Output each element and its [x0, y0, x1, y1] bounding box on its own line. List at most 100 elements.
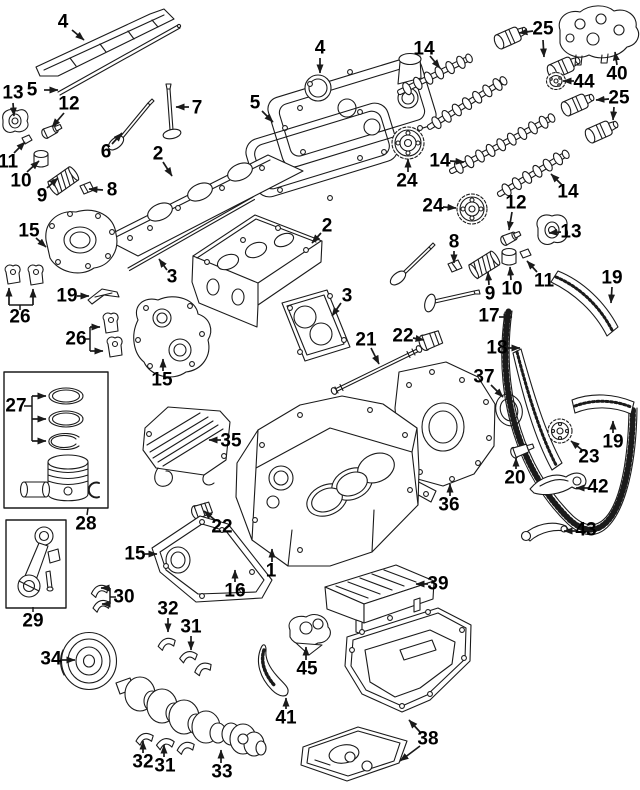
svg-text:25: 25 — [532, 19, 554, 40]
part-label-11a: 11 — [0, 141, 26, 173]
svg-text:15: 15 — [18, 221, 40, 242]
pin-clip — [87, 481, 100, 499]
timing-chain-main — [501, 308, 638, 536]
oil-pump — [288, 614, 331, 656]
part-label-32b: 32 — [132, 740, 154, 773]
svg-text:19: 19 — [601, 268, 622, 289]
svg-text:31: 31 — [180, 617, 202, 638]
valve-seal-8 — [79, 181, 95, 195]
part-label-26a: 26 — [5, 287, 37, 328]
svg-text:2: 2 — [153, 144, 164, 165]
part-label-12b: 12 — [505, 193, 527, 231]
svg-text:44: 44 — [573, 72, 595, 93]
camshaft-1 — [397, 53, 473, 96]
part-label-30: 30 — [100, 584, 135, 608]
svg-text:15: 15 — [151, 370, 173, 391]
piston-kit-box — [3, 371, 109, 509]
intake-valve-6-right — [389, 242, 436, 286]
part-label-31a: 31 — [180, 617, 202, 651]
svg-text:2: 2 — [322, 216, 333, 237]
crankshaft-seal-37 — [495, 393, 523, 427]
svg-text:32: 32 — [132, 752, 153, 773]
valve-cover — [267, 52, 437, 168]
main-bearings-upper — [156, 635, 214, 678]
svg-text:17: 17 — [478, 306, 499, 327]
svg-text:40: 40 — [606, 64, 627, 85]
svg-text:13: 13 — [560, 222, 581, 243]
svg-text:43: 43 — [575, 520, 596, 541]
vvt-housing — [558, 5, 640, 66]
part-label-36: 36 — [438, 483, 460, 516]
svg-text:4: 4 — [315, 38, 326, 59]
oil-pump-gear-44 — [545, 71, 567, 91]
part-label-12a: 12 — [51, 94, 80, 128]
cam-sprocket-1 — [391, 126, 425, 160]
conrod-box — [5, 519, 67, 609]
cam-cap-26-d — [106, 336, 123, 358]
head-stud-21 — [330, 345, 423, 395]
tensioner-arm-42 — [529, 472, 587, 496]
cam-solenoid-1 — [491, 22, 531, 51]
piston-pin — [19, 481, 51, 498]
part-label-8a: 8 — [88, 180, 117, 201]
part-label-34: 34 — [40, 649, 76, 670]
part-label-32a: 32 — [157, 599, 179, 633]
chain-tensioner-20 — [510, 443, 535, 459]
part-label-38: 38 — [399, 719, 439, 762]
part-label-21: 21 — [355, 330, 380, 365]
svg-text:22: 22 — [211, 517, 232, 538]
svg-text:25: 25 — [608, 88, 630, 109]
part-label-14b: 14 — [429, 151, 465, 172]
part-label-22a: 22 — [203, 510, 233, 538]
svg-text:19: 19 — [602, 432, 623, 453]
svg-text:14: 14 — [413, 39, 435, 60]
svg-text:3: 3 — [342, 286, 353, 307]
svg-text:32: 32 — [157, 599, 178, 620]
part-label-28: 28 — [75, 507, 97, 535]
svg-text:24: 24 — [396, 171, 418, 192]
svg-text:1: 1 — [266, 561, 277, 582]
svg-text:21: 21 — [355, 330, 377, 351]
part-label-2b: 2 — [311, 216, 333, 244]
cam-bracket-13 — [2, 109, 29, 133]
svg-text:5: 5 — [27, 80, 38, 101]
valve-spring-9-right — [466, 249, 502, 281]
svg-text:11: 11 — [0, 152, 18, 173]
part-label-14c: 14 — [550, 173, 579, 203]
camshaft-2 — [426, 76, 508, 130]
exhaust-valve-7 — [162, 83, 182, 140]
part-label-33: 33 — [211, 749, 233, 783]
part-label-9b: 9 — [485, 271, 495, 305]
part-label-22b: 22 — [392, 326, 425, 347]
svg-text:29: 29 — [22, 611, 43, 632]
svg-text:28: 28 — [75, 514, 96, 535]
part-label-10b: 10 — [501, 266, 523, 300]
valve-seal-8-right — [447, 259, 463, 273]
bolt-12-right — [498, 228, 523, 248]
part-label-19a: 19 — [601, 268, 623, 304]
svg-text:30: 30 — [113, 587, 134, 608]
svg-text:10: 10 — [10, 171, 31, 192]
part-label-14a: 14 — [413, 39, 441, 69]
part-label-37: 37 — [473, 367, 504, 398]
part-label-13a: 13 — [2, 83, 24, 117]
part-label-44: 44 — [562, 72, 595, 93]
svg-text:23: 23 — [578, 447, 599, 468]
svg-text:26: 26 — [65, 329, 86, 350]
part-label-3a: 3 — [158, 258, 177, 288]
part-label-15a: 15 — [18, 221, 47, 248]
part-label-5a: 5 — [27, 80, 59, 101]
svg-text:7: 7 — [192, 98, 203, 119]
part-label-7a: 7 — [175, 98, 203, 119]
svg-text:41: 41 — [275, 708, 297, 729]
spark-tube-rod — [57, 23, 182, 96]
part-label-41: 41 — [275, 697, 297, 729]
part-label-43: 43 — [563, 520, 597, 541]
svg-text:13: 13 — [2, 83, 23, 104]
cylinder-head-right — [191, 214, 323, 328]
svg-text:8: 8 — [449, 232, 460, 253]
cam-solenoid-4 — [582, 116, 622, 145]
svg-text:38: 38 — [417, 729, 438, 750]
svg-text:6: 6 — [101, 142, 112, 163]
part-label-25b: 25 — [595, 88, 630, 121]
